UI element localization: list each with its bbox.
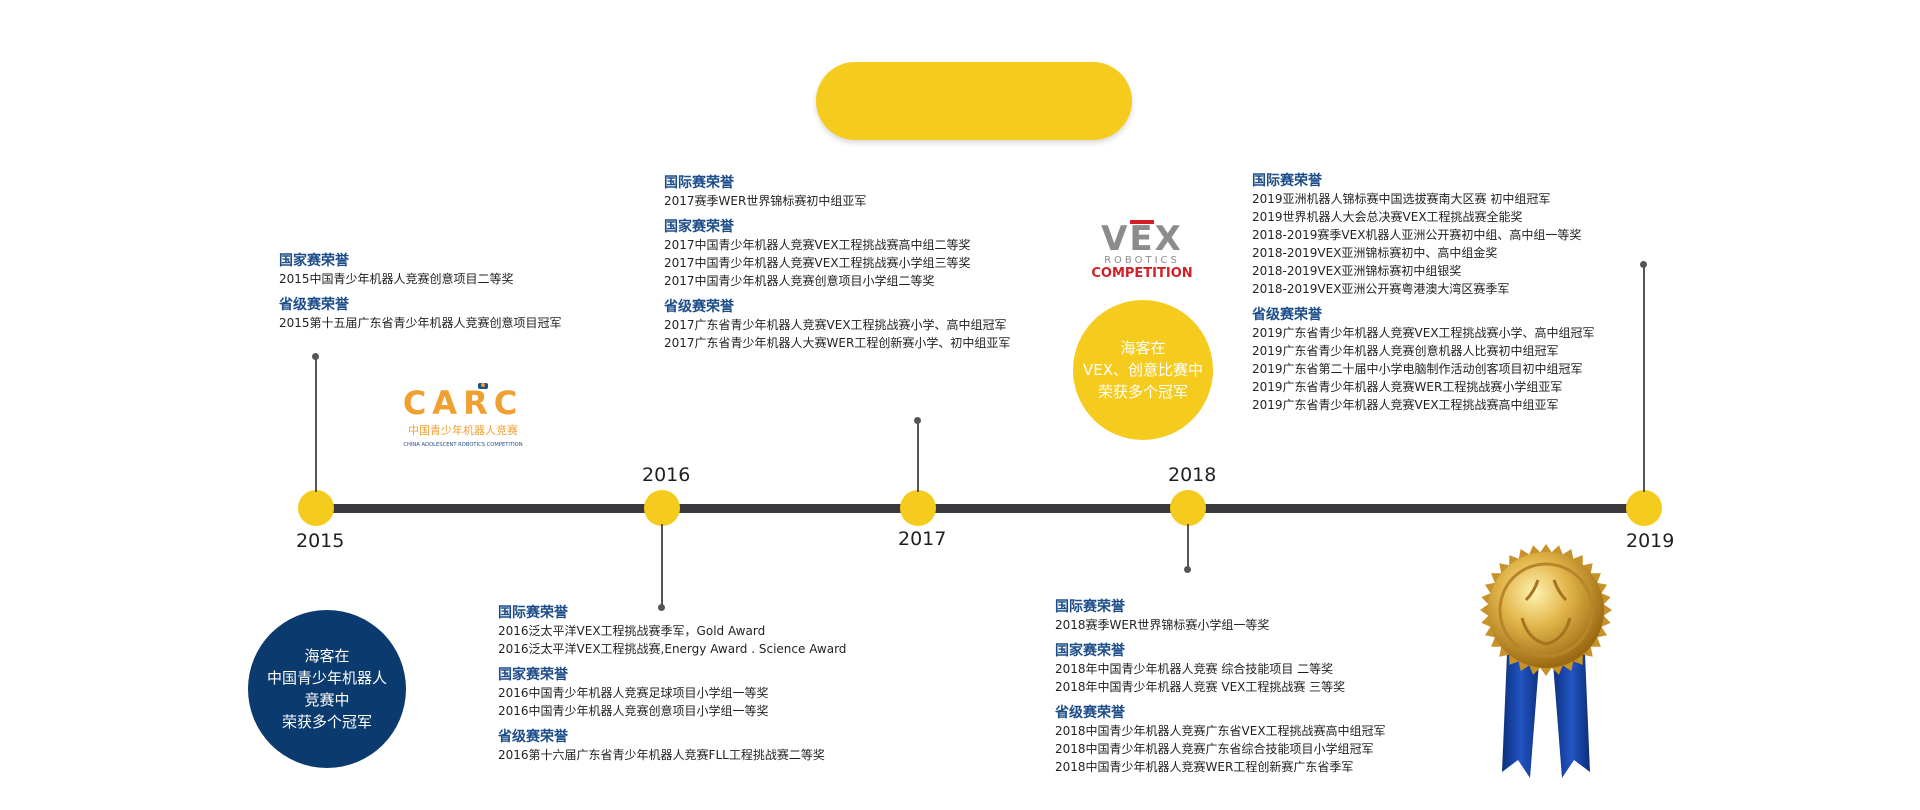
timeline-dot-2018 — [1170, 490, 1206, 526]
title-pill — [816, 62, 1132, 140]
section-heading: 国际赛荣誉 — [498, 605, 568, 621]
timeline-dot-2019 — [1626, 490, 1662, 526]
honor-line: 2016中国青少年机器人竞赛足球项目小学组一等奖 — [498, 686, 769, 700]
svg-text:VEX: VEX — [1101, 219, 1183, 259]
section-gap — [498, 658, 846, 666]
honor-line: 2019广东省青少年机器人竞赛VEX工程挑战赛小学、高中组冠军 — [1252, 326, 1595, 340]
section-gap — [1055, 634, 1386, 642]
honors-block-2017: 国际赛荣誉 2017赛季WER世界锦标赛初中组亚军国家赛荣誉 2017中国青少年机器… — [664, 174, 1010, 352]
honors-block-2016: 国际赛荣誉 2016泛太平洋VEX工程挑战赛季军，Gold Award 2016泛太… — [498, 604, 846, 764]
section-gap — [664, 290, 1010, 298]
honor-line: 2016中国青少年机器人竞赛创意项目小学组一等奖 — [498, 704, 769, 718]
honor-line: 2018-2019VEX亚洲锦标赛初中组银奖 — [1252, 264, 1462, 278]
section-heading: 省级赛荣誉 — [664, 299, 734, 315]
honor-line: 2018-2019VEX亚洲锦标赛初中、高中组金奖 — [1252, 246, 1498, 260]
connector-line-2019 — [1643, 264, 1645, 492]
year-label-2018: 2018 — [1168, 464, 1217, 486]
timeline-dot-2015 — [298, 490, 334, 526]
honor-line: 2018中国青少年机器人竞赛广东省VEX工程挑战赛高中组冠军 — [1055, 724, 1386, 738]
year-label-2016: 2016 — [642, 464, 691, 486]
connector-pin-2016 — [658, 604, 665, 611]
carc-logo: CARC 中国青少年机器人竞赛 CHINA ADOLESCENT ROBOTIC… — [403, 383, 523, 448]
section-heading: 省级赛荣誉 — [1252, 307, 1322, 323]
honor-line: 2018-2019VEX亚洲公开赛粤港澳大湾区赛季军 — [1252, 282, 1510, 296]
honor-line: 2019广东省青少年机器人竞赛WER工程挑战赛小学组亚军 — [1252, 380, 1563, 394]
section-heading: 国际赛荣誉 — [1252, 173, 1322, 189]
honor-line: 2017中国青少年机器人竞赛VEX工程挑战赛高中组二等奖 — [664, 238, 971, 252]
navy-circle-text: 海客在 中国青少年机器人 竞赛中 荣获多个冠军 — [266, 647, 387, 731]
honor-line: 2016泛太平洋VEX工程挑战赛,Energy Award . Science … — [498, 642, 847, 656]
honor-line: 2017赛季WER世界锦标赛初中组亚军 — [664, 194, 867, 208]
section-heading: 国家赛荣誉 — [498, 667, 568, 683]
section-gap — [498, 720, 846, 728]
honors-block-2015: 国家赛荣誉 2015中国青少年机器人竞赛创意项目二等奖省级赛荣誉 2015第十五届广… — [279, 252, 562, 332]
honor-line: 2019广东省青少年机器人竞赛VEX工程挑战赛高中组亚军 — [1252, 398, 1559, 412]
honor-line: 2019广东省第二十届中小学电脑制作活动创客项目初中组冠军 — [1252, 362, 1583, 376]
honor-line: 2016第十六届广东省青少年机器人竞赛FLL工程挑战赛二等奖 — [498, 748, 825, 762]
section-heading: 省级赛荣誉 — [279, 297, 349, 313]
honor-line: 2017广东省青少年机器人竞赛VEX工程挑战赛小学、高中组冠军 — [664, 318, 1007, 332]
honor-line: 2019世界机器人大会总决赛VEX工程挑战赛全能奖 — [1252, 210, 1523, 224]
honor-line: 2015中国青少年机器人竞赛创意项目二等奖 — [279, 272, 514, 286]
honor-line: 2018-2019赛季VEX机器人亚洲公开赛初中组、高中组一等奖 — [1252, 228, 1582, 242]
svg-text:CHINA ADOLESCENT ROBOTICS COMP: CHINA ADOLESCENT ROBOTICS COMPETITION — [403, 442, 522, 448]
year-label-2019: 2019 — [1626, 530, 1675, 552]
honors-block-2019: 国际赛荣誉 2019亚洲机器人锦标赛中国选拔赛南大区赛 初中组冠军 2019世界机器… — [1252, 172, 1595, 414]
honor-line: 2018年中国青少年机器人竞赛 综合技能项目 二等奖 — [1055, 662, 1334, 676]
connector-line-2016 — [661, 524, 663, 606]
svg-text:CARC: CARC — [403, 384, 523, 422]
timeline-dot-2016 — [644, 490, 680, 526]
honor-line: 2015第十五届广东省青少年机器人竞赛创意项目冠军 — [279, 316, 562, 330]
honor-line: 2018中国青少年机器人竞赛广东省综合技能项目小学组冠军 — [1055, 742, 1374, 756]
year-label-2017: 2017 — [898, 528, 947, 550]
section-gap — [1252, 298, 1595, 306]
gold-medal-icon — [1480, 544, 1612, 778]
section-heading: 国家赛荣誉 — [664, 219, 734, 235]
svg-text:COMPETITION: COMPETITION — [1091, 266, 1192, 281]
honor-line: 2018赛季WER世界锦标赛小学组一等奖 — [1055, 618, 1270, 632]
connector-line-2017 — [917, 420, 919, 492]
section-heading: 省级赛荣誉 — [498, 729, 568, 745]
timeline-dot-2017 — [900, 490, 936, 526]
section-heading: 国家赛荣誉 — [1055, 643, 1125, 659]
honor-line: 2019广东省青少年机器人竞赛创意机器人比赛初中组冠军 — [1252, 344, 1559, 358]
yellow-circle-badge: 海客在 VEX、创意比赛中 荣获多个冠军 — [1073, 300, 1213, 440]
honor-line: 2017中国青少年机器人竞赛创意项目小学组二等奖 — [664, 274, 935, 288]
year-label-2015: 2015 — [296, 530, 345, 552]
section-gap — [664, 210, 1010, 218]
section-heading: 省级赛荣誉 — [1055, 705, 1125, 721]
section-heading: 国际赛荣誉 — [1055, 599, 1125, 615]
vex-logo: VEX ROBOTICS COMPETITION — [1091, 219, 1192, 281]
connector-line-2015 — [315, 356, 317, 492]
honors-block-2018: 国际赛荣誉 2018赛季WER世界锦标赛小学组一等奖国家赛荣誉 2018年中国青少年… — [1055, 598, 1386, 776]
honor-line: 2019亚洲机器人锦标赛中国选拔赛南大区赛 初中组冠军 — [1252, 192, 1551, 206]
navy-circle-badge: 海客在 中国青少年机器人 竞赛中 荣获多个冠军 — [248, 610, 406, 768]
honor-line: 2016泛太平洋VEX工程挑战赛季军，Gold Award — [498, 624, 766, 638]
section-gap — [1055, 696, 1386, 704]
connector-line-2018 — [1187, 524, 1189, 568]
connector-pin-2018 — [1184, 566, 1191, 573]
honor-line: 2018年中国青少年机器人竞赛 VEX工程挑战赛 三等奖 — [1055, 680, 1346, 694]
honor-line: 2017广东省青少年机器人大赛WER工程创新赛小学、初中组亚军 — [664, 336, 1011, 350]
yellow-circle-text: 海客在 VEX、创意比赛中 荣获多个冠军 — [1082, 339, 1203, 401]
section-gap — [279, 288, 562, 296]
section-heading: 国际赛荣誉 — [664, 175, 734, 191]
honor-line: 2018中国青少年机器人竞赛WER工程创新赛广东省季军 — [1055, 760, 1354, 774]
svg-text:中国青少年机器人竞赛: 中国青少年机器人竞赛 — [408, 423, 518, 437]
section-heading: 国家赛荣誉 — [279, 253, 349, 269]
svg-text:ROBOTICS: ROBOTICS — [1104, 255, 1180, 266]
timeline-axis — [318, 504, 1648, 513]
honor-line: 2017中国青少年机器人竞赛VEX工程挑战赛小学组三等奖 — [664, 256, 971, 270]
